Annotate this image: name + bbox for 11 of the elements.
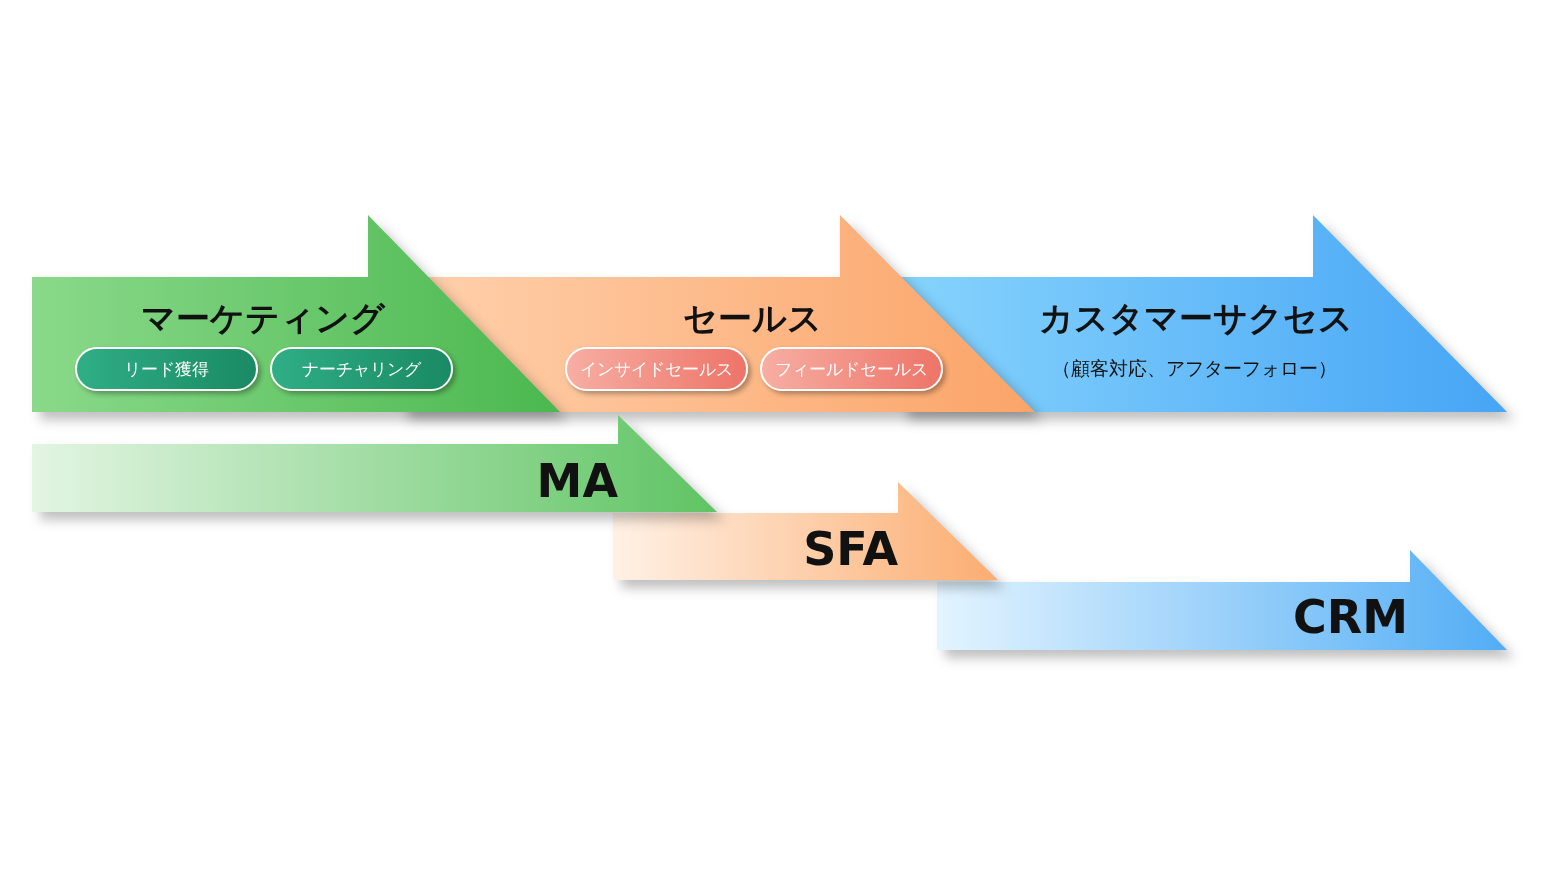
- tag-pill: フィールドセールス: [760, 347, 943, 391]
- stage-title: CRM: [1293, 594, 1408, 640]
- tag-pill: リード獲得: [75, 347, 258, 391]
- stage-title: カスタマーサクセス: [1039, 301, 1353, 335]
- stage-title: セールス: [682, 301, 822, 335]
- stage-subtitle: （顧客対応、アフターフォロー）: [1051, 358, 1337, 378]
- stage-title: SFA: [803, 526, 898, 572]
- tag-pill: インサイドセールス: [565, 347, 748, 391]
- tag-pill: ナーチャリング: [270, 347, 453, 391]
- stage-title: MA: [536, 458, 618, 504]
- stage-title: マーケティング: [141, 301, 385, 335]
